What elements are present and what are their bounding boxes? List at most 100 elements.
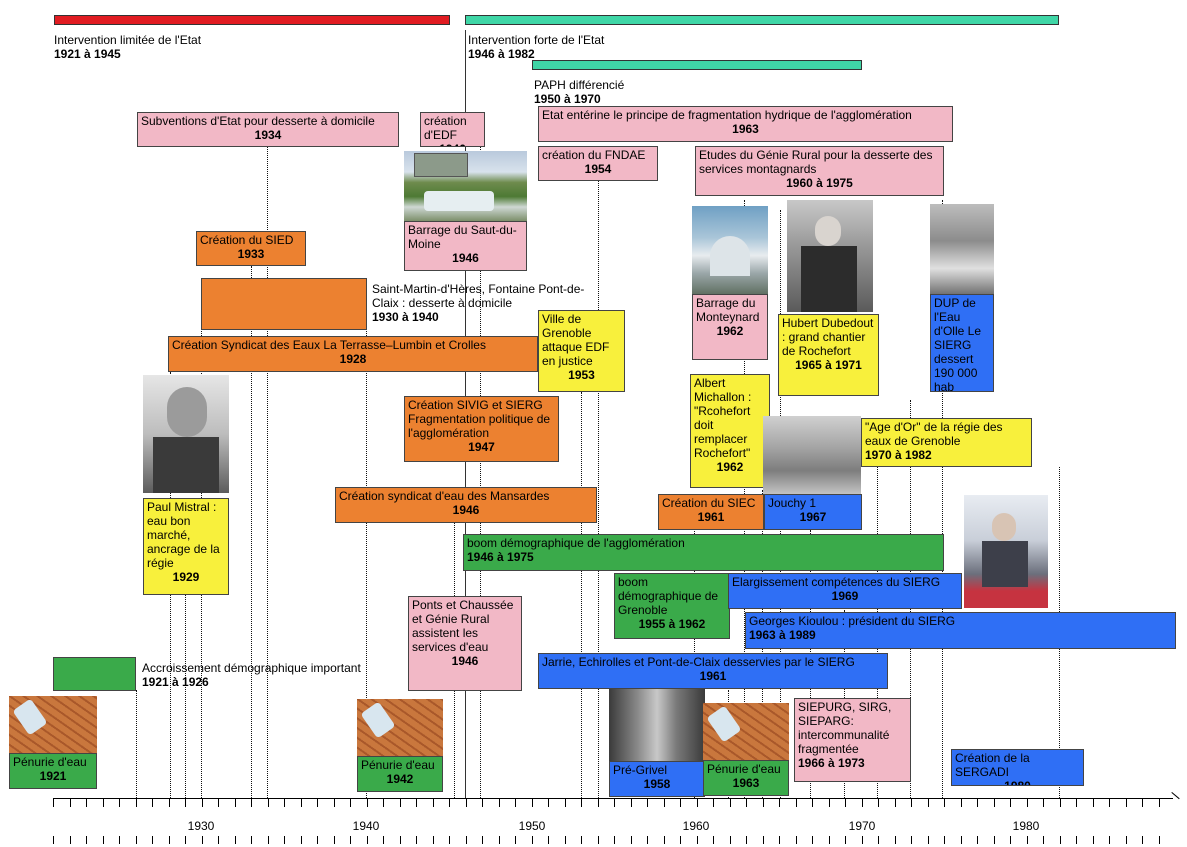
axis-tick	[647, 799, 648, 807]
axis-tick	[284, 799, 285, 807]
axis-tick	[53, 799, 54, 807]
axis-tick	[433, 799, 434, 807]
axis-tick-lower	[317, 836, 318, 844]
axis-tick-lower	[944, 836, 945, 844]
axis-tick	[383, 799, 384, 807]
axis-tick	[1076, 799, 1077, 807]
axis-tick-lower	[202, 836, 203, 844]
axis-tick	[961, 799, 962, 807]
axis-tick	[251, 799, 252, 807]
axis-tick-lower	[977, 836, 978, 844]
jouchy-photo	[763, 416, 861, 494]
axis-tick	[416, 799, 417, 807]
axis-tick	[680, 799, 681, 807]
axis-tick	[235, 799, 236, 807]
axis-tick	[779, 799, 780, 807]
axis-tick	[1060, 799, 1061, 807]
axis-tick	[334, 799, 335, 807]
event-grenoble-edf: Ville de Grenoble attaque EDF en justice…	[538, 310, 625, 392]
axis-tick	[1126, 799, 1127, 807]
axis-arrow	[1163, 792, 1180, 809]
event-fragmentation: Etat entérine le principe de fragmentati…	[538, 106, 953, 142]
axis-tick-lower	[367, 836, 368, 844]
axis-tick-lower	[730, 836, 731, 844]
axis-tick-lower	[1010, 836, 1011, 844]
axis-tick-lower	[994, 836, 995, 844]
mistral-photo	[143, 375, 229, 493]
period-bar-limited	[54, 15, 450, 25]
axis-tick-lower	[763, 836, 764, 844]
axis-tick-lower	[664, 836, 665, 844]
axis-tick	[697, 799, 698, 807]
axis-tick	[829, 799, 830, 807]
event-subventions: Subventions d'Etat pour desserte à domic…	[137, 112, 399, 147]
axis-tick	[911, 799, 912, 807]
axis-tick	[994, 799, 995, 807]
axis-tick-lower	[466, 836, 467, 844]
event-genie-rural: Etudes du Génie Rural pour la desserte d…	[695, 146, 944, 196]
axis-tick	[499, 799, 500, 807]
axis-tick	[350, 799, 351, 807]
axis-tick	[449, 799, 450, 807]
event-siepurg: SIEPURG, SIRG, SIEPARG: intercommunalité…	[794, 698, 911, 782]
axis-tick-lower	[185, 836, 186, 844]
axis-tick	[565, 799, 566, 807]
axis-label-1930: 1930	[187, 819, 215, 833]
axis-label-1960: 1960	[682, 819, 710, 833]
drought-photo-1921	[9, 696, 97, 753]
axis-tick-lower	[284, 836, 285, 844]
axis-tick	[301, 799, 302, 807]
drought-photo-1963	[703, 703, 789, 760]
axis-tick	[664, 799, 665, 807]
axis-tick	[317, 799, 318, 807]
axis-tick-lower	[746, 836, 747, 844]
axis-tick-lower	[482, 836, 483, 844]
axis-tick	[202, 799, 203, 807]
axis-tick	[746, 799, 747, 807]
event-ponts: Ponts et Chaussée et Génie Rural assiste…	[408, 596, 522, 691]
olle-photo	[930, 204, 994, 296]
axis-tick-lower	[86, 836, 87, 844]
axis-tick	[1027, 799, 1028, 807]
axis-tick-lower	[235, 836, 236, 844]
axis-tick-lower	[911, 836, 912, 844]
axis-tick-lower	[1142, 836, 1143, 844]
axis-tick-lower	[548, 836, 549, 844]
axis-tick-lower	[1093, 836, 1094, 844]
timeline-axis	[53, 798, 1173, 799]
axis-tick-lower	[169, 836, 170, 844]
axis-tick-lower	[416, 836, 417, 844]
axis-tick-lower	[1076, 836, 1077, 844]
axis-tick-lower	[680, 836, 681, 844]
event-sivig: Création SIVIG et SIERG Fragmentation po…	[404, 396, 559, 462]
axis-tick	[1142, 799, 1143, 807]
drought-photo-1942	[357, 699, 443, 756]
axis-tick	[136, 799, 137, 807]
axis-tick	[895, 799, 896, 807]
axis-label-1980: 1980	[1012, 819, 1040, 833]
axis-tick-lower	[136, 836, 137, 844]
axis-tick	[878, 799, 879, 807]
axis-tick-lower	[70, 836, 71, 844]
axis-tick-lower	[631, 836, 632, 844]
event-mistral: Paul Mistral : eau bon marché, ancrage d…	[143, 498, 229, 595]
axis-tick-lower	[713, 836, 714, 844]
axis-tick-lower	[1027, 836, 1028, 844]
axis-label-1970: 1970	[848, 819, 876, 833]
axis-tick	[152, 799, 153, 807]
axis-tick-lower	[1060, 836, 1061, 844]
event-desserte-bar	[201, 278, 367, 330]
axis-tick-lower	[53, 836, 54, 844]
event-dubedout: Hubert Dubedout : grand chantier de Roch…	[778, 314, 879, 396]
axis-tick-lower	[878, 836, 879, 844]
axis-tick-lower	[598, 836, 599, 844]
